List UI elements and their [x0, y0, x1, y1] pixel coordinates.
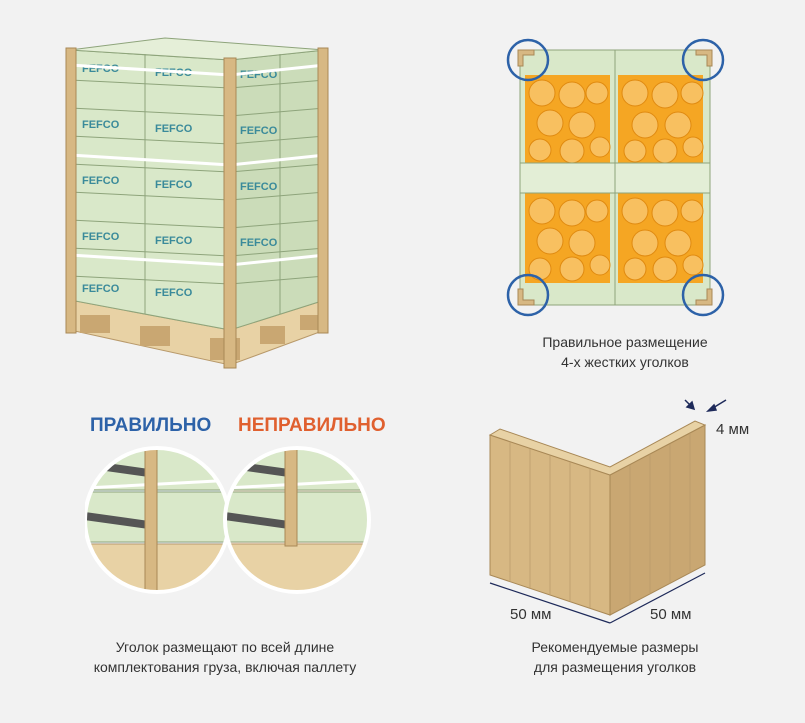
top-view-caption-line2: 4-х жестких уголков	[561, 354, 689, 370]
corner-highlight-circles	[506, 38, 725, 317]
corner-boards	[65, 47, 329, 369]
thickness-arrows	[684, 399, 727, 413]
comparison-caption: Уголок размещают по всей длине комплекто…	[55, 637, 395, 677]
brand-label: FEFCO	[155, 123, 193, 135]
brand-label: FEFCO	[82, 231, 120, 243]
thickness-label: 4 мм	[716, 421, 750, 438]
brand-label: FEFCO	[240, 237, 278, 249]
width-left-label: 50 мм	[510, 606, 552, 623]
correct-label: ПРАВИЛЬНО	[90, 415, 212, 436]
corner-pieces	[517, 49, 713, 306]
comparison-caption-line2: комплектования груза, включая паллету	[93, 659, 357, 675]
corner-caption-line2: для размещения уголков	[533, 659, 697, 675]
corner-right-face	[609, 424, 706, 616]
brand-label: FEFCO	[155, 179, 193, 191]
top-view-caption: Правильное размещение 4-х жестких уголко…	[515, 332, 735, 372]
top-view-illustration	[506, 38, 725, 317]
width-right-label: 50 мм	[650, 606, 692, 623]
brand-label: FEFCO	[240, 125, 278, 137]
brand-label: FEFCO	[82, 175, 120, 187]
pallet-illustration: FEFCO FEFCO FEFCO FEFCO FEFCO FEFCO FEFC…	[65, 37, 329, 369]
brand-label: FEFCO	[155, 287, 193, 299]
corner-caption: Рекомендуемые размеры для размещения уго…	[510, 637, 720, 677]
top-view-caption-line1: Правильное размещение	[542, 334, 708, 350]
brand-label: FEFCO	[240, 181, 278, 193]
incorrect-label: НЕПРАВИЛЬНО	[238, 415, 386, 436]
corner-board-illustration	[488, 399, 727, 624]
comparison-caption-line1: Уголок размещают по всей длине	[115, 639, 335, 655]
brand-label: FEFCO	[155, 235, 193, 247]
width-dimension-lines	[489, 572, 706, 624]
brand-label: FEFCO	[82, 119, 120, 131]
brand-label: FEFCO	[82, 283, 120, 295]
box-rows	[69, 54, 326, 314]
oranges-area	[525, 75, 704, 283]
incorrect-example	[225, 448, 369, 592]
corner-caption-line1: Рекомендуемые размеры	[531, 639, 699, 655]
comparison-illustration	[85, 446, 371, 594]
correct-example	[85, 448, 229, 592]
